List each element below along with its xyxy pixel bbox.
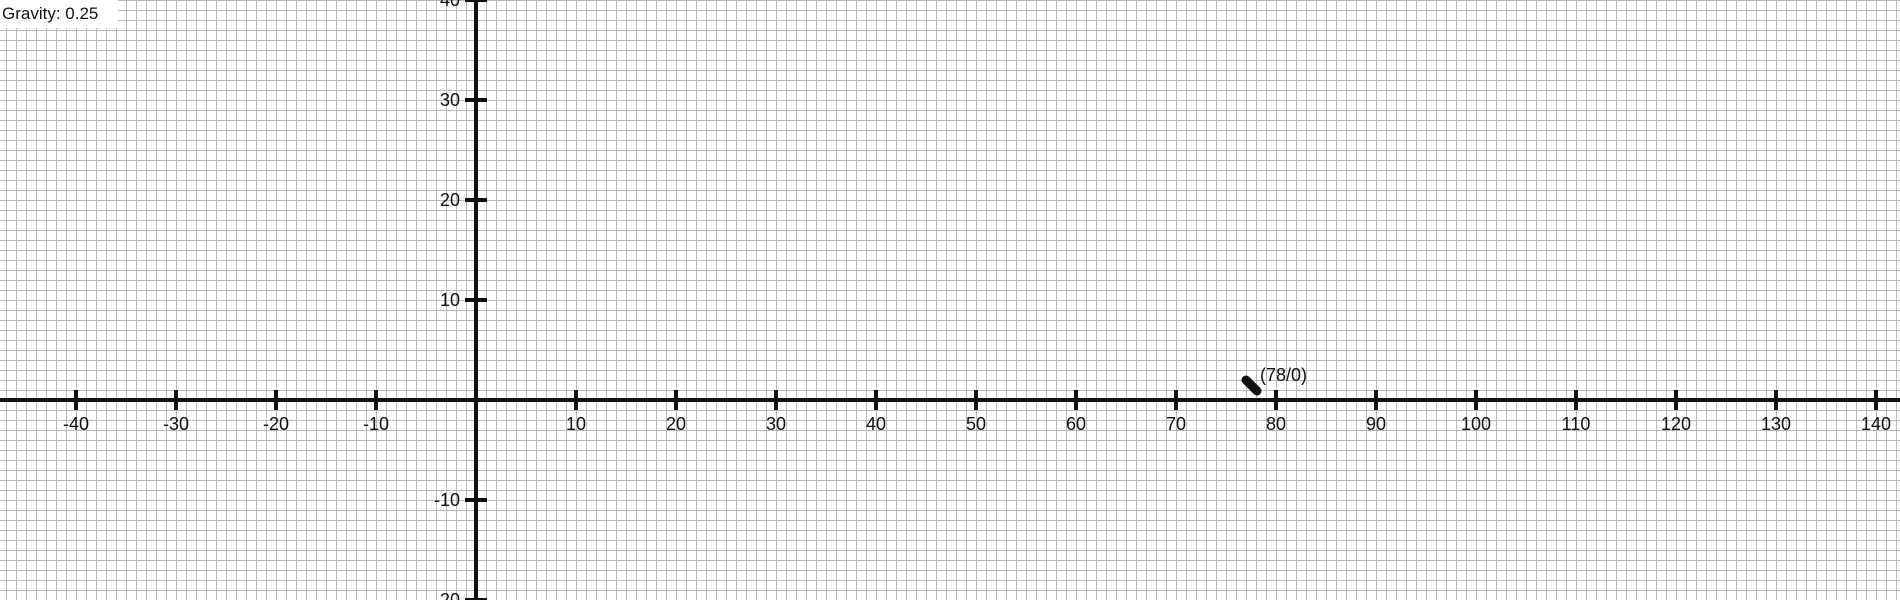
plotted-points[interactable]: (78/0)	[1241, 365, 1307, 396]
x-tick-label: 90	[1366, 414, 1386, 434]
x-tick-label: 30	[766, 414, 786, 434]
x-tick-label: 140	[1861, 414, 1891, 434]
x-tick-label: 100	[1461, 414, 1491, 434]
x-tick-label: 50	[966, 414, 986, 434]
y-tick-label: 30	[440, 90, 460, 110]
x-tick-label: -30	[163, 414, 189, 434]
axis-ticks	[74, 0, 1878, 600]
y-tick-label: 20	[440, 190, 460, 210]
x-tick-label: 40	[866, 414, 886, 434]
x-tick-label: 120	[1661, 414, 1691, 434]
x-tick-label: 110	[1562, 414, 1591, 434]
gravity-value: 0.25	[65, 4, 99, 23]
point-label: (78/0)	[1260, 365, 1307, 385]
y-tick-label: -10	[434, 490, 460, 510]
point-marker[interactable]	[1241, 375, 1262, 396]
x-tick-label: 60	[1066, 414, 1086, 434]
gravity-label: Gravity:	[2, 4, 61, 23]
y-tick-label: -20	[434, 590, 460, 600]
tick-labels: -40 -30 -20 -10 10 20 30 40 50 60 70 80 90 100 110 120 1…	[63, 0, 1891, 600]
x-tick-label: -40	[63, 414, 89, 434]
x-tick-label: 20	[666, 414, 686, 434]
x-tick-label: -10	[363, 414, 389, 434]
x-tick-label: 130	[1761, 414, 1791, 434]
y-tick-label: 10	[440, 290, 460, 310]
y-tick-label: 40	[440, 0, 460, 10]
x-tick-label: 10	[566, 414, 586, 434]
gravity-readout: Gravity: 0.25	[0, 0, 118, 28]
x-tick-label: 70	[1166, 414, 1186, 434]
x-tick-label: -20	[263, 414, 289, 434]
x-tick-label: 80	[1266, 414, 1286, 434]
